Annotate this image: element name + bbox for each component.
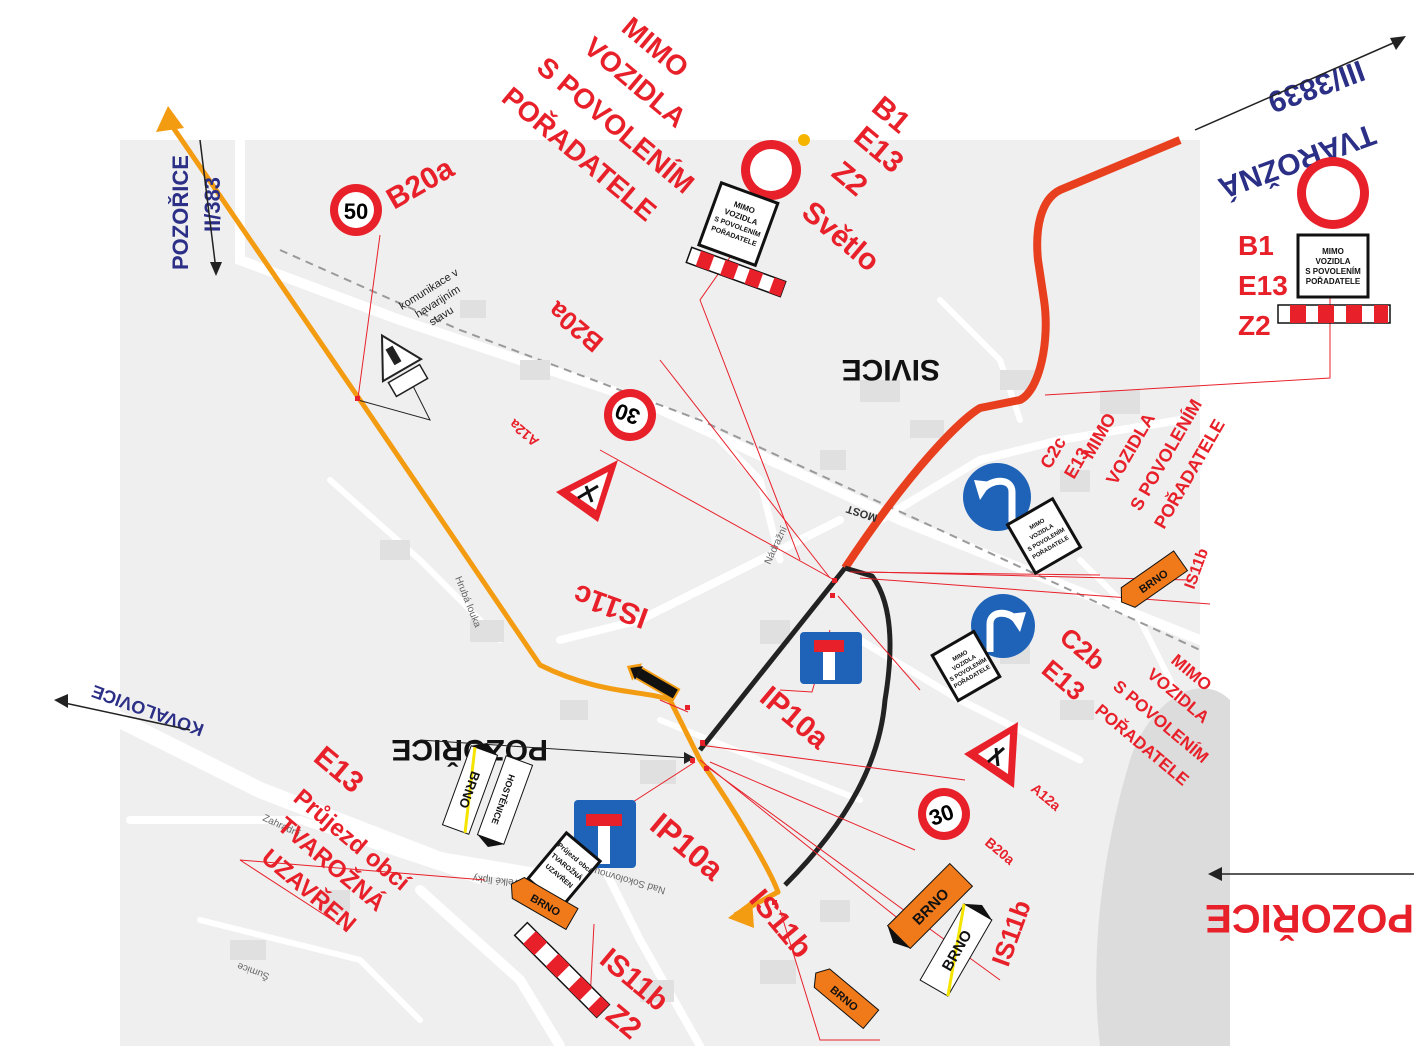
right-sign-m1: MIMO bbox=[1322, 247, 1344, 256]
sign-ip10a-mid bbox=[800, 632, 862, 684]
speed-50-value: 50 bbox=[344, 199, 368, 224]
sign-pedestrians-right bbox=[964, 722, 1018, 788]
detour-arrow-top bbox=[156, 106, 184, 132]
closed-road-red bbox=[841, 136, 1182, 571]
right-e13: E13 bbox=[1238, 270, 1288, 301]
sign-c2c-turn-left: MIMO VOZIDLA S POVOLENÍM POŘADATELE bbox=[963, 463, 1083, 576]
water-area bbox=[1096, 688, 1230, 1046]
dir-left-line bbox=[199, 139, 217, 271]
right-sign-m4: POŘADATELE bbox=[1306, 277, 1361, 286]
dir-kov-line bbox=[59, 701, 191, 731]
direction-route-iii3839: III/3839 bbox=[1264, 53, 1369, 118]
place-sivice: SIVICE bbox=[842, 353, 940, 386]
dir-left-arrow bbox=[210, 262, 222, 276]
right-z2: Z2 bbox=[1238, 310, 1271, 341]
right-sign-m2: VOZIDLA bbox=[1315, 257, 1350, 266]
sign-c2b-turn-right: MIMO VOZIDLA S POVOLENÍM POŘADATELE bbox=[930, 594, 1035, 703]
sign-speed-limit-30-right: 30 bbox=[918, 788, 970, 840]
dir-kov-arrow bbox=[54, 694, 68, 708]
sign-pedestrians-mid bbox=[556, 460, 618, 522]
street-name-b: Velké lipky bbox=[472, 872, 520, 888]
closure-zone-black bbox=[698, 565, 893, 887]
dir-left-group: POZOŘICE II/383 bbox=[168, 139, 225, 276]
right-sign-m3: S POVOLENÍM bbox=[1305, 267, 1361, 276]
direction-route-ii383: II/383 bbox=[200, 177, 225, 232]
sign-speed-limit-50: 50 bbox=[330, 184, 382, 236]
dir-right-line bbox=[1194, 39, 1401, 131]
building-blocks bbox=[230, 300, 1140, 1002]
dir-right-arrow bbox=[1390, 36, 1406, 50]
dir-pozorice-right-group: POZOŘICE bbox=[1205, 867, 1414, 942]
sign-speed-limit-30-mid: 30 bbox=[604, 389, 656, 441]
map-background bbox=[120, 140, 1200, 1046]
leader-black-hostenice bbox=[419, 739, 691, 759]
sign-position-markers bbox=[355, 396, 837, 905]
detour-route-orange bbox=[165, 118, 781, 918]
sign-hazard-road bbox=[380, 333, 429, 398]
leader-hav bbox=[357, 379, 431, 421]
detour-arrow-bottom bbox=[728, 900, 754, 928]
dir-pr-arrow bbox=[1208, 867, 1222, 881]
railway-line bbox=[279, 249, 1201, 651]
sign-right-closure: MIMO VOZIDLA S POVOLENÍM POŘADATELE bbox=[1277, 157, 1391, 324]
sign-hostenice-brno: BRNO HOSTĚNICE bbox=[441, 743, 534, 847]
sign-is11c-arrow bbox=[626, 663, 681, 702]
direction-pozorice-right: POZOŘICE bbox=[1205, 896, 1414, 942]
sign-top-closure: MIMO VOZIDLA S POVOLENÍM POŘADATELE bbox=[685, 134, 810, 298]
sign-pruj-closure: Průjezd obcí TVAROŽNÁ UZAVŘEN BRNO bbox=[510, 830, 611, 1019]
direction-pozorice-left: POZOŘICE bbox=[168, 155, 193, 270]
right-b1: B1 bbox=[1238, 230, 1274, 261]
leader-black-arrow bbox=[684, 752, 695, 764]
